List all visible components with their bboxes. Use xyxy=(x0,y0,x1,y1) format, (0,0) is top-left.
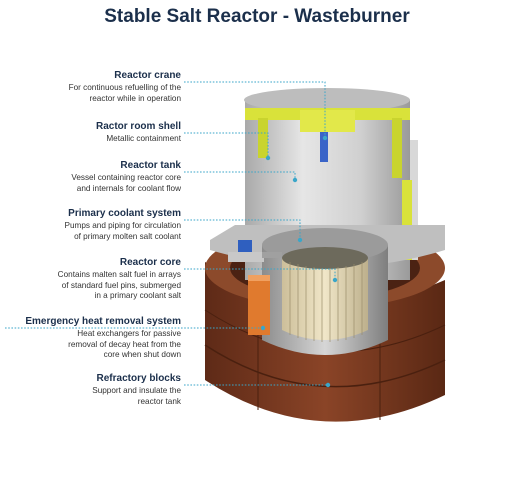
primary-coolant-system xyxy=(228,240,282,262)
label-desc-line: of primary molten salt coolant xyxy=(74,231,181,241)
label-emergency-heat-removal: Emergency heat removal system Heat excha… xyxy=(0,316,181,360)
emergency-heat-exchanger xyxy=(248,275,270,335)
label-desc-line: Heat exchangers for passive xyxy=(77,329,181,338)
label-name: Primary coolant system xyxy=(68,208,181,219)
label-desc-line: Pumps and piping for circulation xyxy=(64,221,181,230)
label-desc-line: Support and insulate the xyxy=(92,386,181,395)
reactor-crane xyxy=(245,108,412,260)
label-name: Ractor room shell xyxy=(95,121,181,132)
label-name: Refractory blocks xyxy=(96,373,181,384)
label-desc-line: of standard fuel pins, submerged xyxy=(61,280,181,290)
label-refractory-blocks: Refractory blocks Support and insulate t… xyxy=(0,373,181,406)
leader-endpoints xyxy=(260,135,338,388)
reactor-core xyxy=(282,247,368,342)
label-reactor-crane: Reactor crane For continuous refuelling … xyxy=(0,70,181,103)
label-reactor-room-shell: Ractor room shell Metallic containment xyxy=(0,121,181,144)
label-desc-line: Metallic containment xyxy=(106,134,181,143)
label-desc-line: core when shut down xyxy=(103,350,181,360)
label-name: Emergency heat removal system xyxy=(25,316,181,327)
label-name: Reactor tank xyxy=(120,160,181,171)
label-primary-coolant-system: Primary coolant system Pumps and piping … xyxy=(0,208,181,241)
label-desc-line: Contains malten salt fuel in arrays xyxy=(57,270,181,279)
label-reactor-tank: Reactor tank Vessel containing reactor c… xyxy=(0,160,181,193)
diagram-title: Stable Salt Reactor - Wasteburner xyxy=(104,6,410,27)
label-desc-line: removal of decay heat from the xyxy=(68,339,181,349)
label-desc-line: For continuous refuelling of the xyxy=(68,83,181,92)
leader-lines xyxy=(5,81,336,386)
label-reactor-core: Reactor core Contains malten salt fuel i… xyxy=(0,257,181,301)
label-name: Reactor core xyxy=(119,257,181,268)
label-desc-line: in a primary coolant salt xyxy=(94,291,181,301)
label-desc-line: and internals for coolant flow xyxy=(76,183,181,193)
label-name: Reactor crane xyxy=(114,70,181,81)
label-desc-line: Vessel containing reactor core xyxy=(71,173,181,182)
label-desc-line: reactor tank xyxy=(137,396,181,406)
label-desc-line: reactor while in operation xyxy=(89,93,181,103)
